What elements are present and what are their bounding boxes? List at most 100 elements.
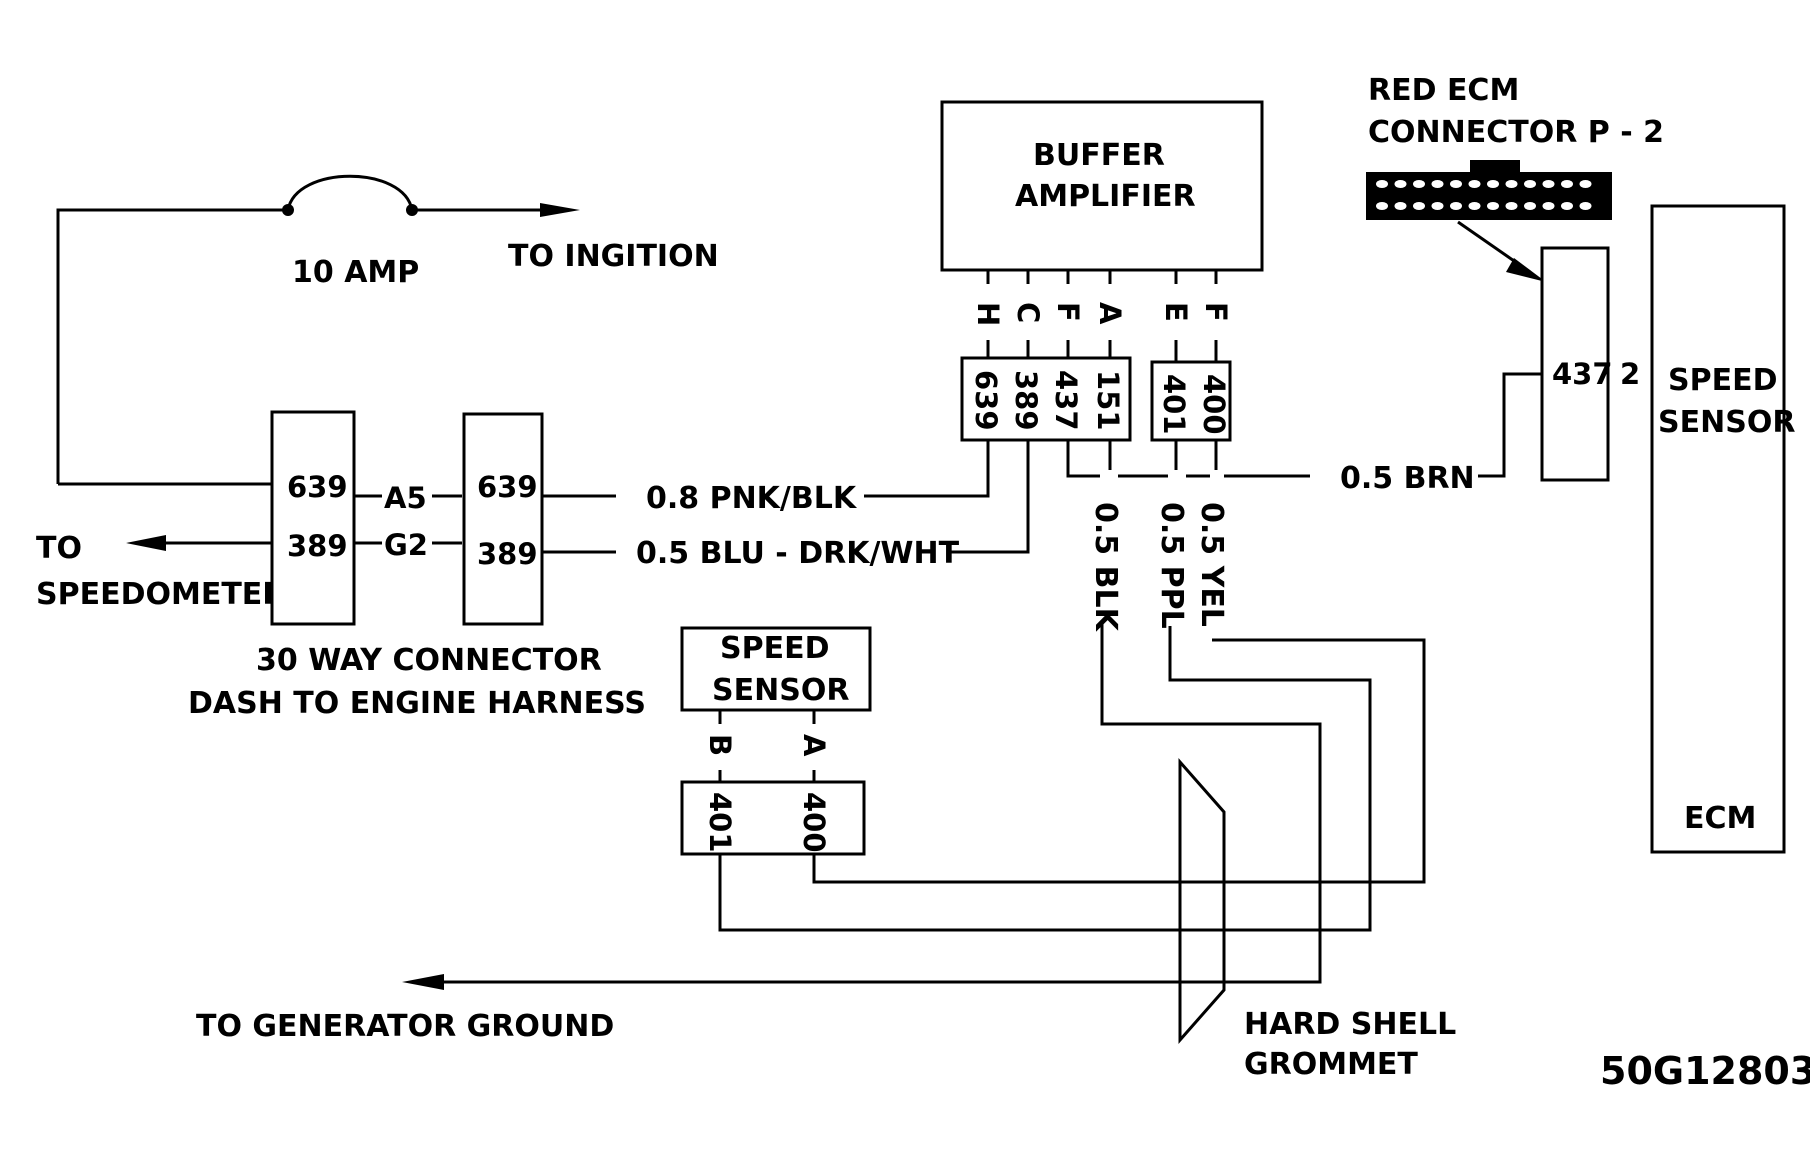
ecm-plug-pin <box>1394 180 1407 188</box>
wire-brn-label: 0.5 BRN <box>1340 461 1475 496</box>
fuse-circuit: 10 AMP TO INGITION <box>56 174 719 486</box>
harness-wires: 0.8 PNK/BLK 0.5 BLU - DRK/WHT <box>542 440 1030 571</box>
connector-30way-left-half <box>270 410 356 626</box>
buffer-pin-f2: F <box>1199 302 1233 322</box>
ecm-plug-pin <box>1487 180 1499 188</box>
wire-blu-drk-wht-label: 0.5 BLU - DRK/WHT <box>636 536 960 571</box>
ecm-connector-plug-icon <box>1366 160 1612 220</box>
speed-sensor-line1: SPEED <box>720 631 829 666</box>
to-speedometer-line2: SPEEDOMETER <box>36 577 285 612</box>
buffer-pin-e: E <box>1159 302 1193 322</box>
ecm-plug-pin <box>1394 202 1407 210</box>
buffer-pin-a: A <box>1093 302 1127 325</box>
ecm-plug-pin <box>1450 202 1462 210</box>
buffer-pin-letters: H C F A E F <box>971 302 1233 326</box>
red-ecm-connector: RED ECM CONNECTOR P - 2 437 2 <box>1366 73 1664 482</box>
speedometer-arrow-icon <box>126 535 166 551</box>
fuse-symbol <box>286 174 414 211</box>
wire-blk-label: 0.5 BLK <box>1088 502 1123 633</box>
buffer-circuit-151: 151 <box>1091 370 1125 431</box>
ecm-cavity-2: 2 <box>1620 357 1640 391</box>
ecm: SPEED SENSOR ECM <box>1650 204 1795 854</box>
ecm-connector-pins <box>1376 180 1592 210</box>
connector-left-pin-1: 639 <box>287 470 348 504</box>
ecm-plug-pin <box>1542 180 1555 188</box>
speed-sensor-pin-b: B <box>703 734 737 756</box>
ecm-plug-pin <box>1468 202 1481 210</box>
sensor-wires: 0.5 BLK 0.5 PPL 0.5 YEL <box>402 440 1426 990</box>
ecm-plug-pin <box>1505 202 1518 210</box>
ecm-plug-pin <box>1524 202 1536 210</box>
speed-sensor-circuit-400: 400 <box>797 792 831 853</box>
speed-sensor-connector <box>680 780 866 856</box>
connector-caption-line2: DASH TO ENGINE HARNESS <box>188 686 646 721</box>
ecm-plug-pin <box>1413 180 1425 188</box>
vehicle-speed-sensor: SPEED SENSOR B A 401 400 <box>680 626 872 856</box>
red-ecm-line2: CONNECTOR P - 2 <box>1368 115 1664 150</box>
connector-right-pin-2: 389 <box>477 537 538 571</box>
to-speedometer-line1: TO <box>36 531 82 566</box>
buffer-connector-b <box>1150 360 1232 442</box>
ecm-plug-pin <box>1579 180 1592 188</box>
buffer-amplifier-box <box>940 100 1264 272</box>
wire-yel-label: 0.5 YEL <box>1194 502 1229 627</box>
to-ignition-label: TO INGITION <box>508 239 719 274</box>
ecm-plug-pin <box>1505 180 1518 188</box>
ecm-plug-pin <box>1376 202 1388 210</box>
ecm-plug-pin <box>1542 202 1555 210</box>
ecm-plug-pin <box>1376 180 1388 188</box>
buffer-amplifier-line2: AMPLIFIER <box>1015 179 1196 214</box>
ecm-speed-sensor-line2: SENSOR <box>1658 405 1795 440</box>
ecm-connector-arrow-icon <box>1506 258 1546 282</box>
buffer-circuit-437: 437 <box>1049 370 1083 431</box>
buffer-pin-f: F <box>1051 302 1085 322</box>
ecm-plug-pin <box>1450 180 1462 188</box>
buffer-circuit-389: 389 <box>1009 370 1043 431</box>
buffer-connector-a <box>960 356 1132 442</box>
connector-right-pin-1: 639 <box>477 470 538 504</box>
speedometer-feed: TO SPEEDOMETER <box>36 531 285 612</box>
connector-30way-right-half <box>462 412 544 626</box>
cavity-a5-label: A5 <box>384 481 427 515</box>
fuse-terminal-left <box>282 204 294 216</box>
brn-wire: 0.5 BRN <box>1066 372 1542 496</box>
ecm-plug-pin <box>1431 180 1444 188</box>
ecm-plug-pin <box>1487 202 1499 210</box>
grommet-line2: GROMMET <box>1244 1047 1418 1082</box>
ecm-label: ECM <box>1684 801 1756 836</box>
buffer-circuit-639: 639 <box>969 370 1003 431</box>
buffer-circuit-400: 400 <box>1197 374 1231 435</box>
buffer-amplifier: BUFFER AMPLIFIER H C F A E F 639 389 437… <box>940 100 1264 442</box>
connector-caption-line1: 30 WAY CONNECTOR <box>256 643 602 678</box>
ecm-plug-pin <box>1561 180 1573 188</box>
red-ecm-line1: RED ECM <box>1368 73 1519 108</box>
cavity-g2-label: G2 <box>384 528 428 562</box>
wire-pnk-blk-label: 0.8 PNK/BLK <box>646 481 858 516</box>
generator-ground-arrow-icon <box>402 974 444 990</box>
figure-id: 50G12803 <box>1600 1049 1810 1093</box>
ecm-plug-pin <box>1413 202 1425 210</box>
ecm-plug-pin <box>1579 202 1592 210</box>
ecm-plug-pin <box>1431 202 1444 210</box>
buffer-pin-c: C <box>1011 302 1045 323</box>
fuse-label: 10 AMP <box>292 255 419 290</box>
to-generator-ground-label: TO GENERATOR GROUND <box>196 1009 614 1044</box>
hard-shell-grommet: HARD SHELL GROMMET <box>1178 758 1456 1082</box>
buffer-amplifier-line1: BUFFER <box>1033 138 1165 173</box>
buffer-circuit-401: 401 <box>1157 374 1191 435</box>
ecm-circuit-437: 437 <box>1552 357 1613 391</box>
connector-30way: 639 389 639 389 A5 G2 30 WAY CONNECTOR D… <box>188 410 646 721</box>
ignition-arrow-icon <box>540 203 580 217</box>
speed-sensor-box <box>680 626 872 712</box>
ecm-speed-sensor-line1: SPEED <box>1668 363 1777 398</box>
wire-ppl-label: 0.5 PPL <box>1154 502 1189 629</box>
ecm-box <box>1650 204 1786 854</box>
ecm-connector-block <box>1540 246 1610 482</box>
ecm-plug-pin <box>1561 202 1573 210</box>
grommet-line1: HARD SHELL <box>1244 1007 1456 1042</box>
ecm-plug-pin <box>1524 180 1536 188</box>
grommet-shape <box>1178 758 1226 1044</box>
buffer-pin-h: H <box>971 302 1005 326</box>
speed-sensor-pin-a: A <box>797 734 831 757</box>
